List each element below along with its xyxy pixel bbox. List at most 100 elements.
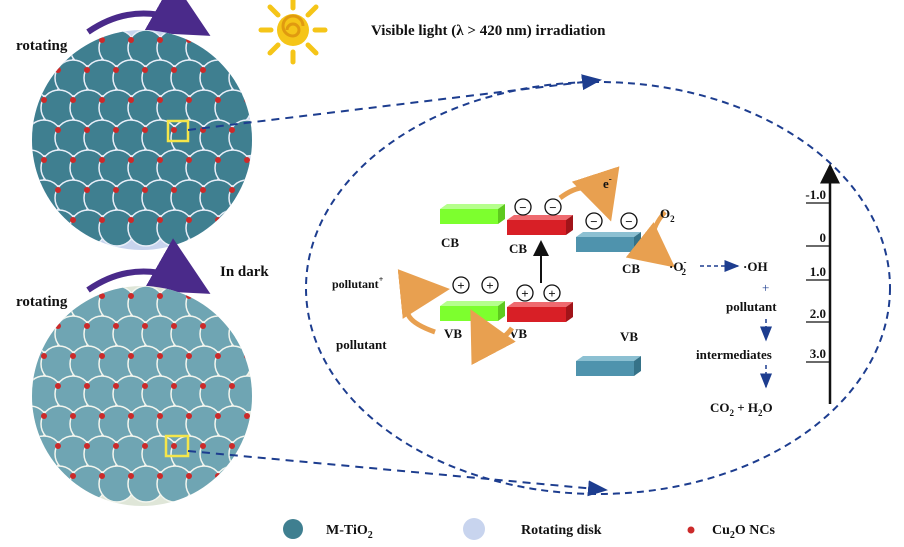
cu2o-dot: [157, 37, 163, 43]
bottom-rotating-label: rotating: [16, 294, 68, 310]
cu2o-dot: [84, 127, 90, 133]
cu2o-dot: [171, 127, 177, 133]
electron-transfer-arrow: [558, 166, 620, 222]
cu2o-dot: [258, 383, 264, 389]
cu2o-dot: [229, 187, 235, 193]
o2-label: O2: [660, 206, 675, 224]
cu2o-dot: [200, 443, 206, 449]
vb-green-block: [440, 301, 505, 321]
cu2o-dot: [41, 413, 47, 419]
cu2o-dot: [157, 293, 163, 299]
electron-minus-3: −: [585, 212, 603, 230]
cu2o-dot: [70, 413, 76, 419]
cu2o-dot: [157, 413, 163, 419]
cu2o-dot: [244, 37, 250, 43]
cu2o-dot: [229, 67, 235, 73]
cu2o-dot: [186, 217, 192, 223]
cu2o-dot: [157, 353, 163, 359]
pollutant-label: pollutant: [726, 299, 777, 314]
cu2o-dot: [84, 67, 90, 73]
svg-text:+: +: [486, 278, 493, 293]
cu2o-dot: [200, 67, 206, 73]
cu2o-dot: [142, 187, 148, 193]
cu2o-dot: [70, 97, 76, 103]
cu2o-dot: [258, 323, 264, 329]
cu2o-dot: [157, 97, 163, 103]
cu2o-dot: [113, 443, 119, 449]
cu2o-dot: [128, 413, 134, 419]
vb-left-label: VB: [444, 326, 462, 341]
cu2o-dot: [258, 127, 264, 133]
cu2o-dot: [113, 383, 119, 389]
cu2o-dot: [55, 383, 61, 389]
tio2-particle: [228, 179, 252, 217]
cu2o-dot: [186, 473, 192, 479]
scale-tick-label: 2.0: [810, 306, 826, 321]
cu2o-dot: [128, 97, 134, 103]
oxygen-reduction-arrow: [625, 210, 676, 268]
cu2o-dot: [99, 97, 105, 103]
tio2-particle: [185, 209, 223, 247]
cu2o-dot: [244, 217, 250, 223]
cu2o-dot: [171, 67, 177, 73]
cu2o-dot: [41, 217, 47, 223]
zoom-ellipse: [305, 81, 891, 495]
cu2o-dot: [41, 97, 47, 103]
bottom-zoom-line: [187, 450, 608, 497]
svg-text:−: −: [519, 200, 526, 215]
cu2o-dot: [229, 323, 235, 329]
sun-icon: [258, 0, 328, 65]
cu2o-dot: [186, 293, 192, 299]
cb-green-block: [440, 204, 505, 224]
cb-blue-block: [576, 232, 641, 252]
tio2-particle: [32, 209, 49, 247]
cu2o-dot: [84, 443, 90, 449]
cu2o-dot: [215, 157, 221, 163]
cu2o-dot: [229, 443, 235, 449]
vb-right-label: VB: [620, 329, 638, 344]
cu2o-dot: [229, 127, 235, 133]
hole-plus-3: +: [516, 284, 534, 302]
tio2-particle: [32, 465, 49, 503]
cu2o-dot: [70, 157, 76, 163]
tio2-particle: [214, 209, 252, 247]
hole-transfer-arrow: [470, 309, 516, 366]
cu2o-dot: [244, 157, 250, 163]
bottom-zoom-box: [164, 434, 190, 458]
tio2-particle: [228, 435, 252, 473]
cu2o-dot: [244, 293, 250, 299]
cu2o-dot: [99, 473, 105, 479]
scale-tick-label: 1.0: [810, 264, 826, 279]
electron-minus-4: −: [620, 212, 638, 230]
cu2o-dot: [142, 67, 148, 73]
legend-disk-label: Rotating disk: [521, 523, 602, 538]
svg-text:−: −: [625, 214, 632, 229]
superoxide-label: ·O-2: [669, 257, 686, 277]
hole-plus-2: +: [481, 276, 499, 294]
electron-label: e-: [603, 174, 612, 191]
cu2o-dot: [258, 187, 264, 193]
svg-text:−: −: [549, 200, 556, 215]
cu2o-dot: [128, 217, 134, 223]
cu2o-dot: [70, 353, 76, 359]
legend-cu2o-label: Cu2O NCs: [712, 523, 776, 541]
tio2-particle: [40, 465, 78, 503]
products-label: CO2 + H2O: [710, 400, 773, 418]
cu2o-dot: [186, 37, 192, 43]
cu2o-dot: [215, 293, 221, 299]
cu2o-dot: [142, 383, 148, 389]
pollutant-oxidized-label: pollutant+: [332, 275, 384, 291]
cu2o-dot: [55, 67, 61, 73]
cu2o-dot: [113, 323, 119, 329]
cu2o-dot: [200, 383, 206, 389]
cu2o-dot: [171, 443, 177, 449]
cu2o-dot: [215, 473, 221, 479]
cu2o-dot: [142, 443, 148, 449]
top-rotating-label: rotating: [16, 38, 68, 54]
pollutant-oxidation-arrow: [397, 269, 450, 335]
dark-condition-label: In dark: [220, 264, 269, 280]
cu2o-dot: [128, 37, 134, 43]
tio2-particle: [214, 30, 252, 67]
cu2o-dot: [84, 383, 90, 389]
